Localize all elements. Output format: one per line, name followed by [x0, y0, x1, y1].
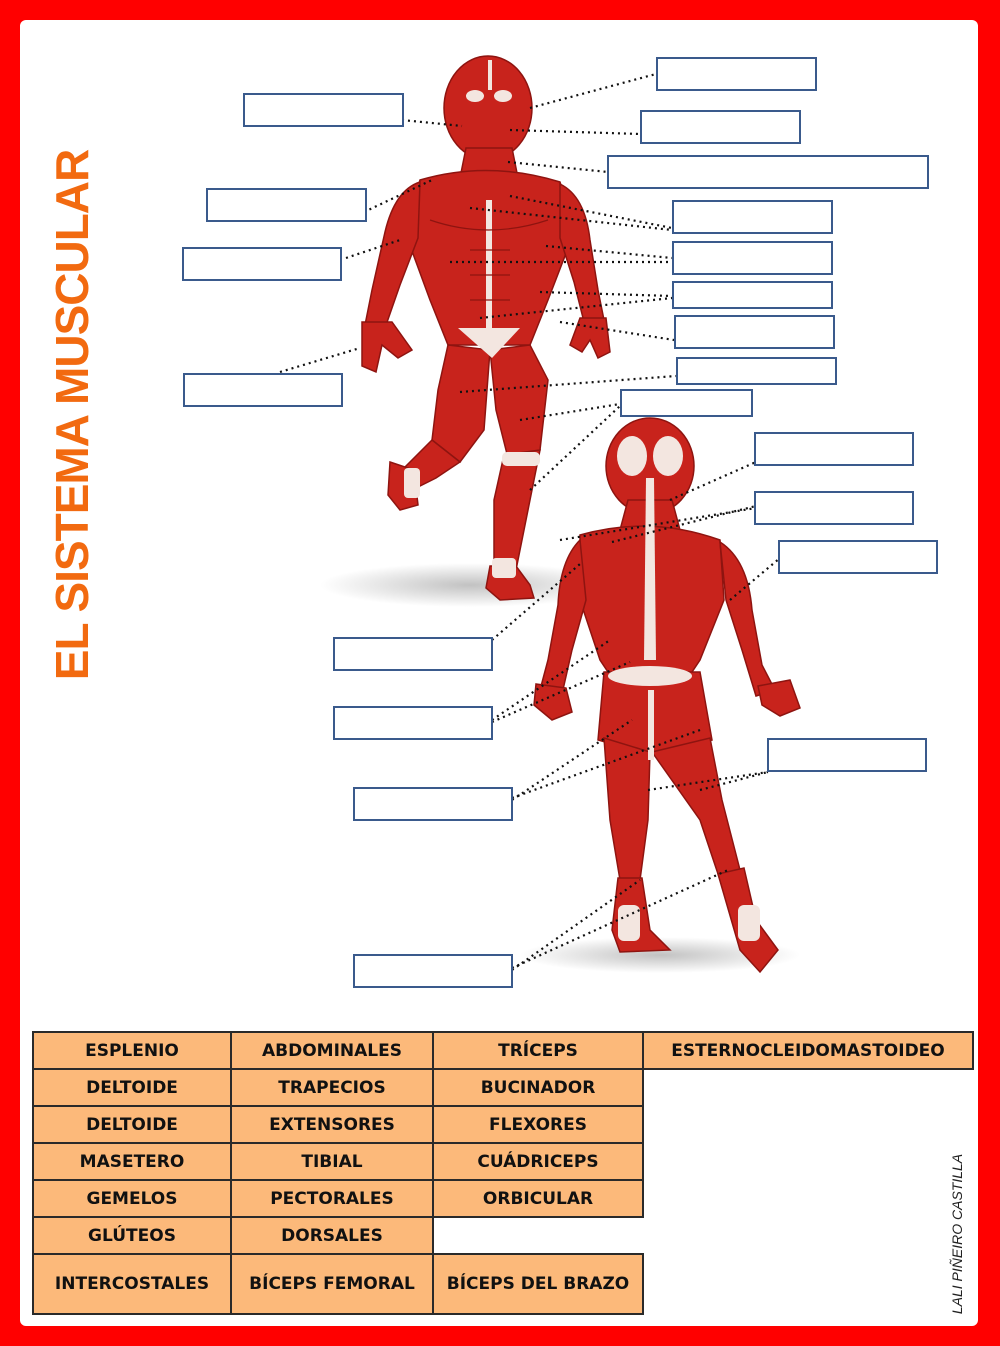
- word-cell[interactable]: TRÍCEPS: [432, 1031, 644, 1070]
- answer-box-6[interactable]: [672, 200, 833, 234]
- word-cell[interactable]: BÍCEPS DEL BRAZO: [432, 1253, 644, 1315]
- word-cell[interactable]: FLEXORES: [432, 1105, 644, 1144]
- word-cell[interactable]: ESTERNOCLEIDOMASTOIDEO: [642, 1031, 974, 1070]
- leader-lines: [279, 72, 781, 971]
- answer-box-13[interactable]: [620, 389, 753, 417]
- answer-box-17[interactable]: [333, 637, 493, 671]
- author-credit: LALI PIÑEIRO CASTILLA: [949, 1153, 965, 1315]
- answer-box-1[interactable]: [243, 93, 404, 127]
- answer-box-8[interactable]: [672, 241, 833, 275]
- answer-box-3[interactable]: [640, 110, 801, 144]
- empty-cell: [643, 1069, 973, 1106]
- word-cell[interactable]: CUÁDRICEPS: [432, 1142, 644, 1181]
- word-cell[interactable]: ESPLENIO: [32, 1031, 232, 1070]
- answer-box-9[interactable]: [672, 281, 833, 309]
- word-cell[interactable]: DELTOIDE: [32, 1105, 232, 1144]
- answer-box-11[interactable]: [676, 357, 837, 385]
- answer-box-15[interactable]: [754, 491, 914, 525]
- answer-box-12[interactable]: [183, 373, 343, 407]
- empty-cell: [643, 1143, 973, 1180]
- word-cell[interactable]: TRAPECIOS: [230, 1068, 434, 1107]
- muscle-figures: [279, 55, 801, 974]
- word-cell[interactable]: PECTORALES: [230, 1179, 434, 1218]
- front-muscle-figure: [320, 55, 620, 607]
- answer-box-19[interactable]: [767, 738, 927, 772]
- answer-box-21[interactable]: [353, 954, 513, 988]
- answer-box-18[interactable]: [333, 706, 493, 740]
- answer-box-20[interactable]: [353, 787, 513, 821]
- answer-box-7[interactable]: [182, 247, 342, 281]
- empty-cell: [643, 1217, 973, 1254]
- word-cell[interactable]: ORBICULAR: [432, 1179, 644, 1218]
- answer-box-16[interactable]: [778, 540, 938, 574]
- word-cell[interactable]: ABDOMINALES: [230, 1031, 434, 1070]
- answer-box-5[interactable]: [206, 188, 367, 222]
- word-bank: ESPLENIO ABDOMINALES TRÍCEPS ESTERNOCLEI…: [32, 1031, 974, 1315]
- word-cell[interactable]: TIBIAL: [230, 1142, 434, 1181]
- word-cell[interactable]: INTERCOSTALES: [32, 1253, 232, 1315]
- answer-box-4[interactable]: [607, 155, 929, 189]
- word-cell[interactable]: DORSALES: [230, 1216, 434, 1255]
- empty-cell: [433, 1217, 643, 1254]
- answer-box-14[interactable]: [754, 432, 914, 466]
- empty-cell: [643, 1180, 973, 1217]
- word-cell[interactable]: DELTOIDE: [32, 1068, 232, 1107]
- word-cell[interactable]: BUCINADOR: [432, 1068, 644, 1107]
- word-cell[interactable]: GLÚTEOS: [32, 1216, 232, 1255]
- word-cell[interactable]: GEMELOS: [32, 1179, 232, 1218]
- word-cell[interactable]: BÍCEPS FEMORAL: [230, 1253, 434, 1315]
- answer-box-2[interactable]: [656, 57, 817, 91]
- empty-cell: [643, 1106, 973, 1143]
- answer-box-10[interactable]: [674, 315, 835, 349]
- word-cell[interactable]: EXTENSORES: [230, 1105, 434, 1144]
- word-cell[interactable]: MASETERO: [32, 1142, 232, 1181]
- back-muscle-figure: [520, 417, 801, 974]
- empty-cell: [643, 1254, 973, 1314]
